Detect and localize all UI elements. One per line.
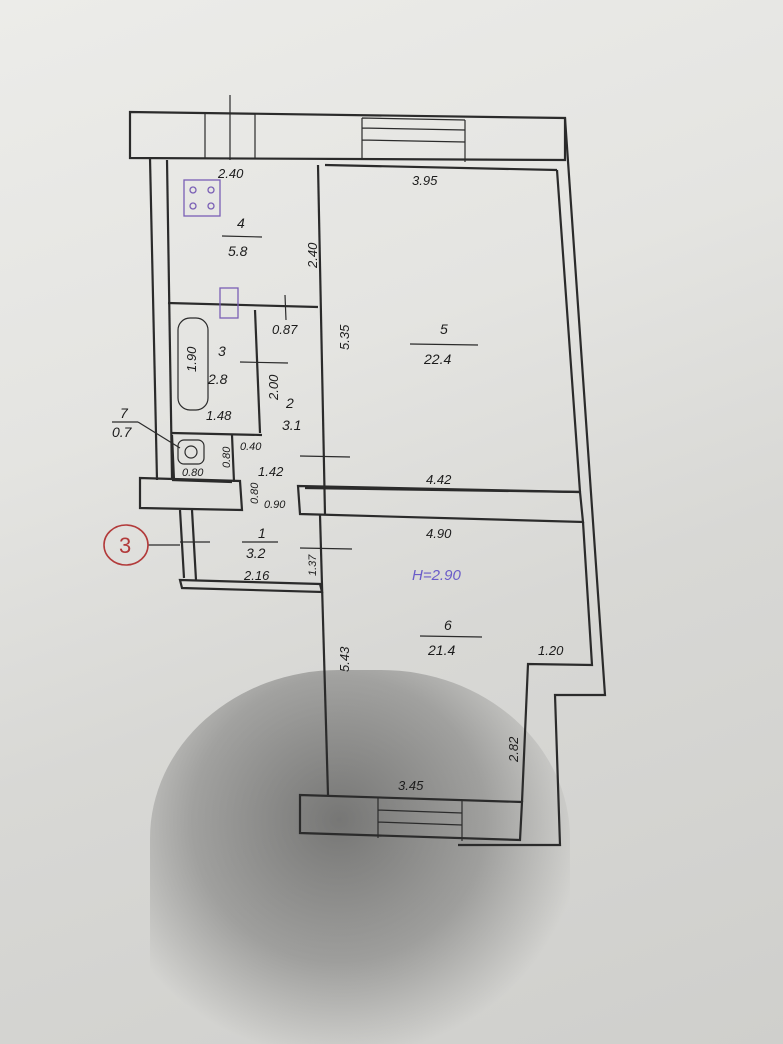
dim-240-top: 2.40 xyxy=(217,166,244,181)
dim-200: 2.00 xyxy=(266,374,281,401)
fixtures xyxy=(177,179,239,465)
leader-line-wc xyxy=(137,421,181,449)
dim-490: 4.90 xyxy=(426,526,452,541)
room-7-area: 0.7 xyxy=(112,424,133,440)
dim-543: 5.43 xyxy=(337,646,352,672)
stove-icon xyxy=(183,179,221,217)
door-tick-room6 xyxy=(299,547,353,550)
door-tick-bath xyxy=(239,361,289,364)
room-1-area: 3.2 xyxy=(246,545,266,561)
dim-282: 2.82 xyxy=(506,736,521,763)
window-top xyxy=(361,117,466,162)
sink-icon xyxy=(219,287,239,319)
dim-216: 2.16 xyxy=(243,568,270,583)
wall-room6-right xyxy=(520,521,594,803)
stove-burner-4 xyxy=(207,202,215,210)
room-2-number: 2 xyxy=(285,395,294,411)
wall-room6-left xyxy=(318,514,330,796)
dim-040: 0.40 xyxy=(240,441,262,453)
entrance-mark-circle xyxy=(103,524,149,566)
door-tick-room5 xyxy=(299,455,351,458)
wall-middle-right-band xyxy=(296,484,585,524)
wall-kitchen-bottom xyxy=(167,301,319,309)
wall-bath-bottom xyxy=(171,431,263,437)
wall-hall-left xyxy=(178,509,198,581)
room-3-area: 2.8 xyxy=(207,371,228,387)
dim-142: 1.42 xyxy=(258,464,284,479)
room-4-area: 5.8 xyxy=(228,243,248,259)
wall-right-outer xyxy=(458,117,607,847)
room-5-number: 5 xyxy=(440,321,448,337)
wall-bottom-band xyxy=(298,793,524,842)
room-1-number: 1 xyxy=(258,525,266,541)
dim-148: 1.48 xyxy=(206,408,232,423)
dim-535: 5.35 xyxy=(337,324,352,350)
dim-090: 0.90 xyxy=(264,499,286,511)
stove-burner-1 xyxy=(189,186,197,194)
dim-087: 0.87 xyxy=(272,322,298,337)
dim-345: 3.45 xyxy=(398,778,424,793)
toilet-icon xyxy=(177,439,205,465)
toilet-bowl-icon xyxy=(184,445,198,459)
ceiling-height-note: H=2.90 xyxy=(412,567,461,584)
room-labels: 4 5.8 5 22.4 3 2.8 2 3.1 7 0.7 1 3.2 6 2… xyxy=(112,215,483,658)
stove-burner-2 xyxy=(207,186,215,194)
room-6-area: 21.4 xyxy=(427,642,455,658)
dim-080a: 0.80 xyxy=(182,467,204,479)
room-6-number: 6 xyxy=(444,617,452,633)
room-5-fraction-line xyxy=(409,343,479,346)
stove-burner-3 xyxy=(189,202,197,210)
wall-top xyxy=(128,110,567,162)
dim-442: 4.42 xyxy=(426,472,452,487)
window-bottom xyxy=(377,798,463,841)
dim-137: 1.37 xyxy=(307,554,319,576)
wall-bath-right xyxy=(253,309,262,434)
walls xyxy=(128,95,607,847)
dim-190: 1.90 xyxy=(184,346,199,372)
dim-080b: 0.80 xyxy=(221,446,233,468)
wall-kitchen-right xyxy=(316,164,327,516)
room-5-area: 22.4 xyxy=(423,351,451,367)
wall-middle-band xyxy=(138,476,244,512)
bathtub-icon xyxy=(177,317,209,411)
room-7-number: 7 xyxy=(120,405,129,421)
entrance-mark-number: 3 xyxy=(119,533,131,558)
dim-080c: 0.80 xyxy=(249,482,261,504)
wall-left-outer xyxy=(148,157,159,481)
dim-120: 1.20 xyxy=(538,643,564,658)
wall-kitchen-right-2 xyxy=(324,163,558,172)
room-4-fraction-line xyxy=(221,235,263,238)
room-4-number: 4 xyxy=(237,215,245,231)
dimension-labels: 2.40 3.95 2.40 5.35 0.87 1.90 2.00 1.48 … xyxy=(182,166,564,793)
room-2-area: 3.1 xyxy=(282,417,301,433)
room-6-fraction-line xyxy=(419,635,483,638)
dim-240-side: 2.40 xyxy=(305,242,320,269)
room-3-number: 3 xyxy=(218,343,226,359)
wall-left-inner xyxy=(165,159,174,479)
dim-395: 3.95 xyxy=(412,173,438,188)
hand-shadow xyxy=(150,670,570,1044)
door-tick-kitchen xyxy=(284,294,287,321)
